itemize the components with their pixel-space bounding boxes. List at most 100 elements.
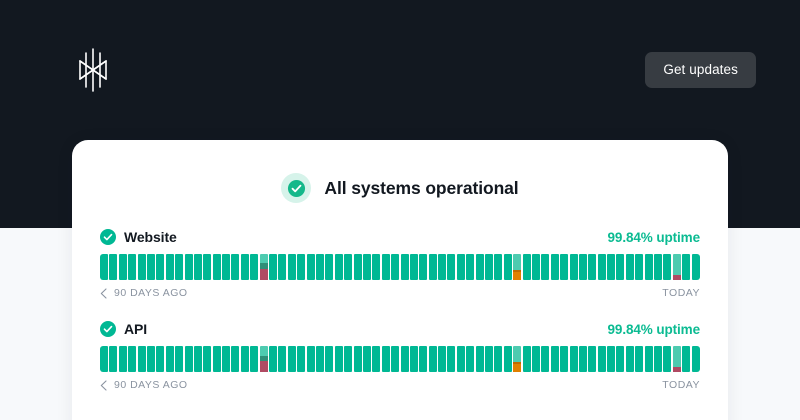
uptime-segment[interactable] [672, 254, 681, 280]
uptime-segment[interactable] [494, 254, 503, 280]
uptime-segment[interactable] [466, 254, 475, 280]
uptime-segment[interactable] [137, 254, 146, 280]
footer-range-start[interactable]: 90 DAYS AGO [100, 287, 188, 299]
uptime-segment[interactable] [456, 346, 465, 372]
uptime-segment[interactable] [156, 254, 165, 280]
uptime-segment[interactable] [625, 254, 634, 280]
uptime-segment[interactable] [475, 346, 484, 372]
uptime-segment[interactable] [438, 346, 447, 372]
uptime-segment[interactable] [625, 346, 634, 372]
uptime-segment[interactable] [503, 346, 512, 372]
uptime-segment[interactable] [175, 254, 184, 280]
uptime-segment[interactable] [362, 346, 371, 372]
uptime-segment[interactable] [297, 346, 306, 372]
uptime-segment[interactable] [588, 346, 597, 372]
uptime-segment[interactable] [240, 254, 249, 280]
uptime-segment[interactable] [654, 254, 663, 280]
uptime-segment[interactable] [391, 254, 400, 280]
uptime-segment[interactable] [184, 346, 193, 372]
uptime-segment[interactable] [654, 346, 663, 372]
uptime-segment[interactable] [353, 346, 362, 372]
uptime-segment[interactable] [287, 254, 296, 280]
uptime-segment[interactable] [682, 254, 691, 280]
uptime-segment[interactable] [118, 346, 127, 372]
uptime-segment[interactable] [240, 346, 249, 372]
uptime-segment[interactable] [550, 254, 559, 280]
footer-range-start[interactable]: 90 DAYS AGO [100, 379, 188, 391]
uptime-segment[interactable] [438, 254, 447, 280]
uptime-segment[interactable] [381, 346, 390, 372]
uptime-segment[interactable] [278, 254, 287, 280]
uptime-segment[interactable] [184, 254, 193, 280]
uptime-segment[interactable] [485, 254, 494, 280]
uptime-segment[interactable] [212, 346, 221, 372]
uptime-segment[interactable] [100, 346, 108, 372]
uptime-segment[interactable] [315, 346, 324, 372]
uptime-segment[interactable] [522, 254, 531, 280]
uptime-segment[interactable] [607, 346, 616, 372]
uptime-segment[interactable] [635, 346, 644, 372]
uptime-segment[interactable] [447, 346, 456, 372]
uptime-segment[interactable] [569, 254, 578, 280]
uptime-segment[interactable] [635, 254, 644, 280]
uptime-bar[interactable] [100, 254, 700, 280]
uptime-segment[interactable] [531, 254, 540, 280]
uptime-segment[interactable] [353, 254, 362, 280]
uptime-segment[interactable] [494, 346, 503, 372]
chevron-left-icon[interactable] [100, 379, 107, 391]
uptime-segment[interactable] [644, 254, 653, 280]
uptime-segment[interactable] [259, 254, 268, 280]
uptime-segment[interactable] [616, 346, 625, 372]
uptime-segment[interactable] [315, 254, 324, 280]
uptime-segment[interactable] [325, 254, 334, 280]
uptime-segment[interactable] [663, 346, 672, 372]
uptime-segment[interactable] [231, 254, 240, 280]
uptime-segment[interactable] [578, 346, 587, 372]
uptime-segment[interactable] [193, 254, 202, 280]
uptime-segment[interactable] [250, 346, 259, 372]
uptime-segment[interactable] [269, 346, 278, 372]
uptime-segment[interactable] [250, 254, 259, 280]
uptime-segment[interactable] [588, 254, 597, 280]
uptime-segment[interactable] [146, 346, 155, 372]
uptime-segment[interactable] [278, 346, 287, 372]
uptime-segment[interactable] [344, 346, 353, 372]
uptime-segment[interactable] [456, 254, 465, 280]
uptime-segment[interactable] [372, 346, 381, 372]
uptime-segment[interactable] [381, 254, 390, 280]
uptime-segment[interactable] [203, 346, 212, 372]
uptime-segment[interactable] [409, 346, 418, 372]
uptime-segment[interactable] [156, 346, 165, 372]
uptime-segment[interactable] [222, 346, 231, 372]
uptime-segment[interactable] [475, 254, 484, 280]
uptime-segment[interactable] [550, 346, 559, 372]
uptime-segment[interactable] [503, 254, 512, 280]
uptime-segment[interactable] [672, 346, 681, 372]
uptime-segment[interactable] [128, 254, 137, 280]
uptime-segment[interactable] [607, 254, 616, 280]
uptime-segment[interactable] [165, 254, 174, 280]
uptime-segment[interactable] [400, 254, 409, 280]
uptime-segment[interactable] [344, 254, 353, 280]
uptime-segment[interactable] [513, 254, 522, 280]
uptime-segment[interactable] [541, 346, 550, 372]
uptime-segment[interactable] [447, 254, 456, 280]
uptime-segment[interactable] [109, 254, 118, 280]
uptime-segment[interactable] [203, 254, 212, 280]
uptime-segment[interactable] [691, 254, 700, 280]
uptime-segment[interactable] [297, 254, 306, 280]
uptime-segment[interactable] [663, 254, 672, 280]
uptime-segment[interactable] [334, 254, 343, 280]
uptime-segment[interactable] [522, 346, 531, 372]
uptime-segment[interactable] [541, 254, 550, 280]
uptime-segment[interactable] [485, 346, 494, 372]
asterisk-emblem-logo-icon[interactable] [72, 47, 114, 93]
uptime-segment[interactable] [193, 346, 202, 372]
uptime-segment[interactable] [269, 254, 278, 280]
uptime-segment[interactable] [513, 346, 522, 372]
uptime-segment[interactable] [128, 346, 137, 372]
uptime-segment[interactable] [616, 254, 625, 280]
uptime-segment[interactable] [428, 346, 437, 372]
uptime-segment[interactable] [362, 254, 371, 280]
uptime-segment[interactable] [100, 254, 108, 280]
